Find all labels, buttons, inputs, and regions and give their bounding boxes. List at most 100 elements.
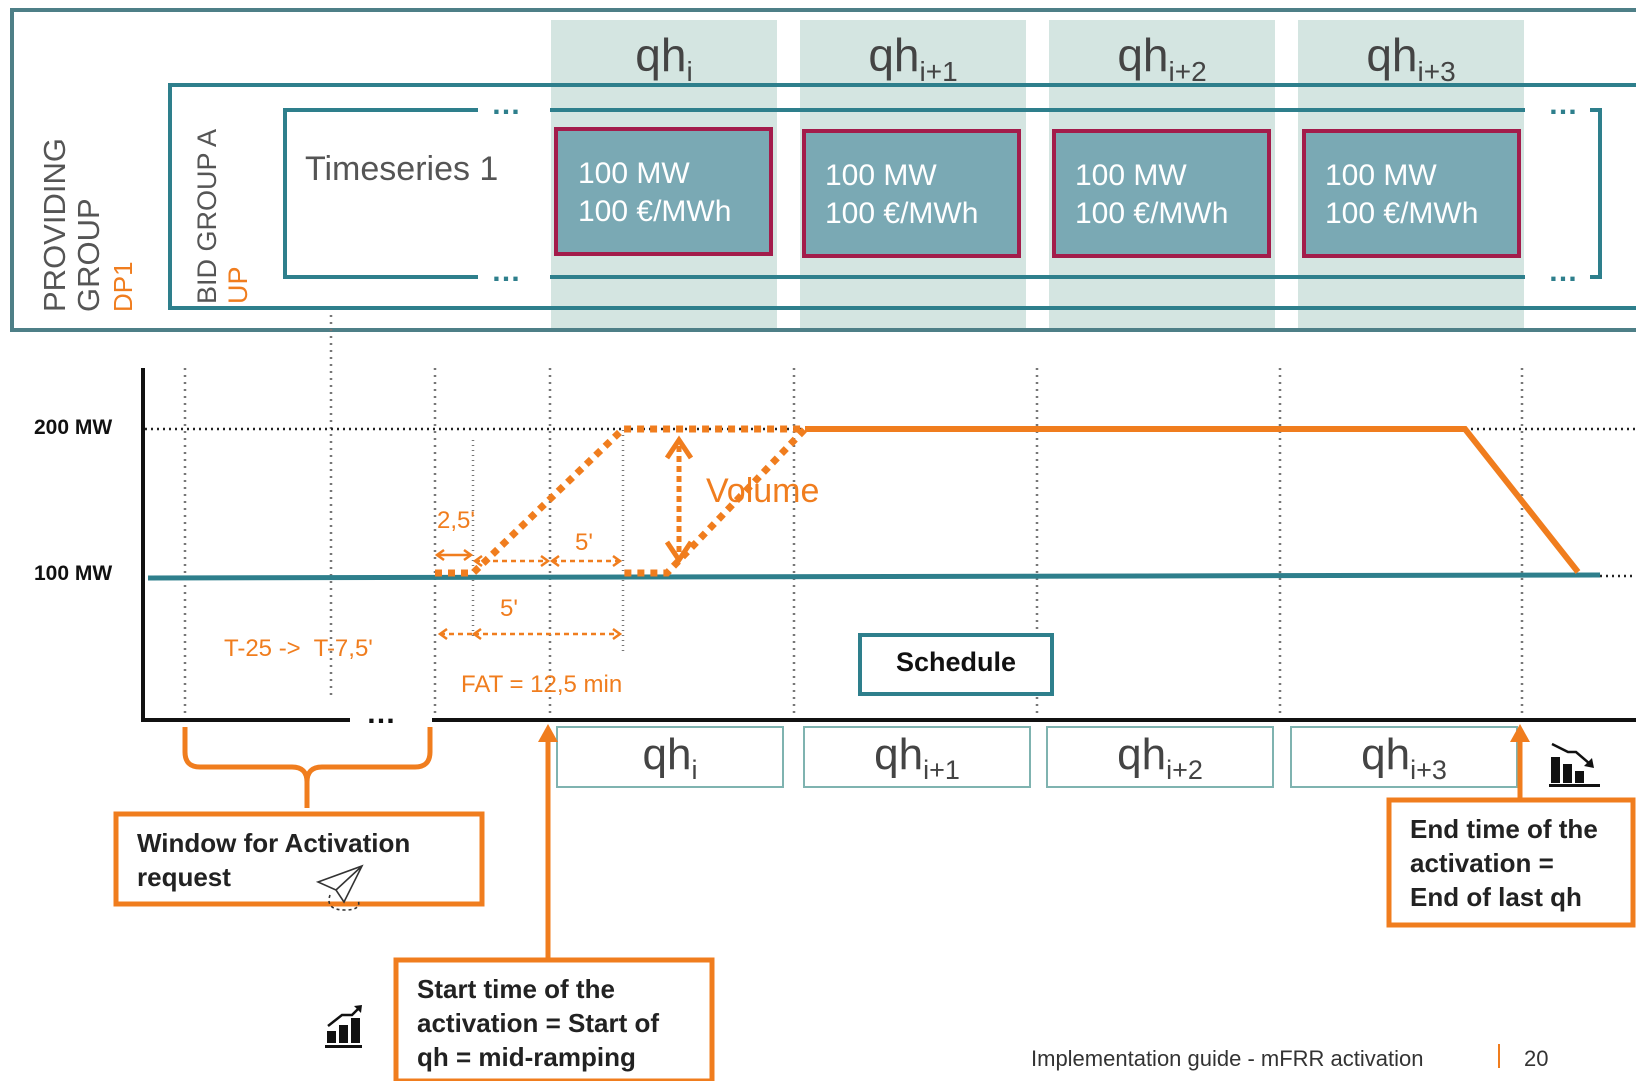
bid-box (554, 127, 773, 256)
providing-group-frame (10, 8, 1636, 332)
bid-price: 100 €/MWh (1075, 197, 1229, 230)
icon-bar (1575, 771, 1584, 783)
fat-label: FAT = 12,5 min (461, 671, 623, 698)
qh-box (803, 726, 1031, 788)
qh-sub: i (686, 56, 693, 88)
y-label-200: 200 MW (34, 416, 113, 439)
schedule-label: Schedule (895, 647, 1017, 677)
callout-line: End of last qh (1410, 882, 1582, 912)
qh-header: qhi+1 (800, 28, 1026, 88)
end-callout-text: End time of the activation = End of last… (1410, 812, 1598, 914)
ramp-trapezoid (435, 425, 814, 577)
bid-price: 100 €/MWh (825, 197, 979, 230)
qh-base: qh (1366, 29, 1418, 81)
qh-label: qhi+3 (1291, 730, 1517, 786)
qh-header: qhi+3 (1298, 28, 1524, 88)
icon-bar (1551, 757, 1560, 783)
qh-base: qh (868, 29, 920, 81)
qh-base: qh (1361, 730, 1411, 779)
five-min-label: 5' (500, 595, 518, 622)
volume-arrow-head-down (664, 540, 694, 565)
callout-line: request (137, 862, 231, 892)
ellipsis: … (1548, 255, 1578, 288)
end-arrow-head (1510, 724, 1530, 742)
start-callout-text: Start time of the activation = Start of … (417, 972, 659, 1074)
icon-trend (327, 1006, 361, 1027)
bid-volume: 100 MW (578, 157, 690, 190)
bid-text: 100 MW 100 €/MWh (1325, 157, 1478, 233)
direction-label: UP (223, 266, 253, 304)
icon-bar (327, 1031, 336, 1043)
bid-group-label: BID GROUP A UP (192, 129, 254, 304)
qh-base: qh (642, 730, 692, 779)
bid-box (802, 129, 1021, 258)
qh-sub: i (691, 754, 698, 785)
qh-sub: i+3 (1410, 754, 1447, 785)
icon-trend (1551, 742, 1591, 765)
callout-line: activation = Start of (417, 1008, 659, 1038)
qh-sub: i+2 (1166, 754, 1203, 785)
paper-plane-icon (315, 864, 364, 911)
icon-bar (1549, 784, 1600, 787)
qh-sub: i+2 (1168, 56, 1207, 88)
qh-box (1290, 726, 1518, 788)
timeseries-bracket (550, 108, 1525, 279)
providing-group-line2: GROUP (71, 198, 106, 312)
bid-group-frame (168, 83, 1636, 310)
qh-base: qh (874, 730, 924, 779)
baseline-schedule (147, 572, 1601, 581)
bid-volume: 100 MW (1325, 159, 1437, 192)
page-number: 20 (1524, 1046, 1549, 1071)
window-callout-text: Window for Activation request (137, 826, 410, 894)
bid-volume: 100 MW (825, 159, 937, 192)
timeseries-bracket-end (1590, 108, 1602, 279)
callout-line: activation = (1410, 848, 1554, 878)
callout-line: End time of the (1410, 814, 1598, 844)
callout-line: Window for Activation (137, 828, 411, 858)
icon-bar (339, 1025, 348, 1043)
qh-base: qh (1117, 730, 1167, 779)
qh-sub: i+3 (1417, 56, 1456, 88)
providing-group-line1: PROVIDING (37, 138, 72, 312)
start-arrow-head (538, 724, 558, 742)
start-callout-box (393, 957, 715, 1081)
icon-trend-head (354, 1005, 362, 1013)
callout-line: qh = mid-ramping (417, 1042, 636, 1072)
bid-volume: 100 MW (1075, 159, 1187, 192)
qh-label: qhi+1 (804, 730, 1030, 786)
bid-text: 100 MW 100 €/MWh (578, 155, 731, 231)
ellipsis: … (491, 255, 521, 288)
arrow-head (549, 554, 623, 568)
volume-label: Volume (706, 472, 820, 510)
five-min-label: 5' (575, 529, 593, 556)
bid-box (1302, 129, 1521, 258)
window-label: T-25 -> T-7,5' (224, 635, 373, 662)
qh-box (556, 726, 784, 788)
bar-chart-up-icon (325, 1005, 362, 1048)
bid-text: 100 MW 100 €/MWh (1075, 157, 1228, 233)
icon-bar (351, 1018, 360, 1043)
time-guides (183, 315, 1524, 720)
qh-base: qh (635, 29, 687, 81)
arrow-head (434, 548, 474, 562)
timeseries-bracket (283, 108, 478, 279)
qh-label: qhi (557, 730, 783, 786)
qh-header: qhi (551, 28, 777, 88)
paper-plane-body (315, 864, 364, 904)
window-brace (182, 727, 433, 808)
icon-trend-head (1584, 758, 1594, 768)
icon-bar (325, 1045, 362, 1048)
arrow-head (437, 627, 448, 641)
providing-group-label: PROVIDING GROUP DP1 (37, 138, 140, 312)
qh-sub: i+1 (923, 754, 960, 785)
ramp-label: 2,5' (437, 507, 475, 534)
window-callout-box (113, 811, 485, 907)
paper-plane-trail (328, 894, 360, 911)
ellipsis: … (491, 88, 521, 121)
qh-base: qh (1117, 29, 1169, 81)
interval-arrows (434, 548, 623, 641)
qh-label: qhi+2 (1047, 730, 1273, 786)
y-label-100: 100 MW (34, 562, 113, 585)
schedule-box (858, 633, 1054, 696)
